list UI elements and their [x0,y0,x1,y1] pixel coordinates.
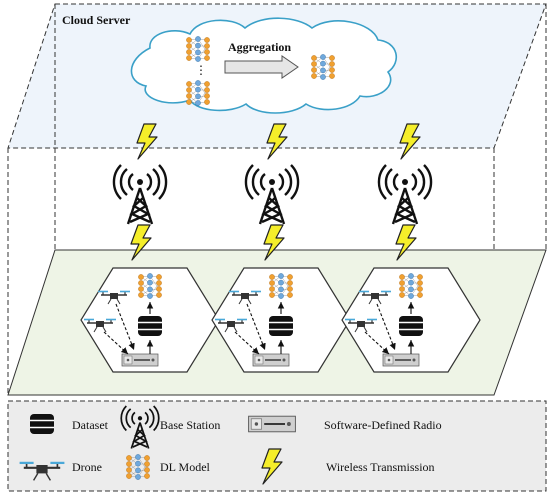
legend-wireless: Wireless Transmission [326,460,435,474]
sdr-icon [252,353,290,367]
ellipsis-dots: ⋮ [195,63,207,77]
base-station-icon [377,163,433,226]
aggregation-label: Aggregation [228,40,291,54]
legend-dataset: Dataset [72,418,109,432]
dataset-icon [137,315,163,337]
dataset-icon [268,315,294,337]
sdr-icon [247,415,297,433]
dataset-icon [398,315,424,337]
legend-dl-model: DL Model [160,460,211,474]
base-station-icon [244,163,300,226]
dataset-icon [29,413,55,435]
edge-cluster [341,267,481,373]
sdr-icon [382,353,420,367]
legend-drone: Drone [72,460,102,474]
edge-cluster [80,267,220,373]
sdr-icon [121,353,159,367]
aggregation-arrow [224,55,299,79]
legend-sdr: Software-Defined Radio [324,418,442,432]
legend-base-station: Base Station [160,418,220,432]
base-station-icon [112,163,168,226]
legend-box [7,400,547,492]
edge-cluster [211,267,351,373]
cloud-server-title: Cloud Server [62,13,131,27]
